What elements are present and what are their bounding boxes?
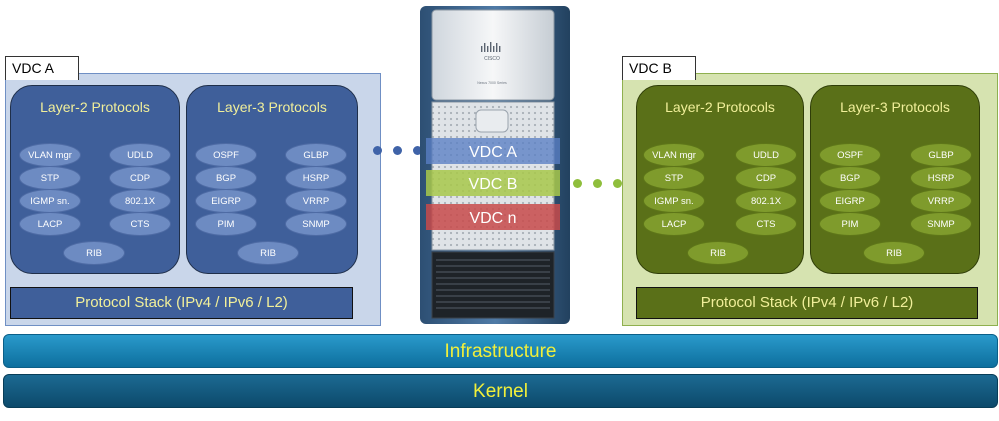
connector-dot	[593, 179, 602, 188]
chassis-brand-text: CISCO	[484, 56, 500, 62]
vdc-b-l2-protocol-pill: VLAN mgr	[643, 143, 705, 167]
vdc-a-slice-label: VDC A	[469, 144, 517, 161]
vdc-b-slice-label: VDC B	[469, 176, 518, 193]
vdc-a-l2-protocol-pill: LACP	[19, 212, 81, 236]
vdc-b-l2-protocol-pill: CTS	[735, 212, 797, 236]
vdc-n-slice	[426, 204, 560, 230]
vdc-b-l3-protocol-pill: GLBP	[910, 143, 972, 167]
connector-dot	[373, 146, 382, 155]
vdc-b-l2-protocol-pill: IGMP sn.	[643, 189, 705, 213]
vdc-b-l3-protocol-pill: EIGRP	[819, 189, 881, 213]
vdc-b-layer3-title: Layer-3 Protocols	[840, 99, 950, 115]
vdc-b-l3-protocol-pill: SNMP	[910, 212, 972, 236]
connector-dot	[413, 146, 422, 155]
vdc-a-l3-protocol-pill: GLBP	[285, 143, 347, 167]
vdc-b-l2-protocol-pill: CDP	[735, 166, 797, 190]
vdc-b-l2-rib-pill: RIB	[687, 241, 749, 265]
vdc-a-l3-protocol-pill: OSPF	[195, 143, 257, 167]
vdc-b-l2-protocol-pill: 802.1X	[735, 189, 797, 213]
vdc-a-l3-rib-pill: RIB	[237, 241, 299, 265]
vdc-b-l2-protocol-pill: STP	[643, 166, 705, 190]
switch-chassis-image: CISCO Nexus 7000 Series VDC A VDC B VDC …	[420, 6, 570, 324]
vdc-b-protocol-stack-bar: Protocol Stack (IPv4 / IPv6 / L2)	[636, 287, 978, 319]
vdc-a-l2-protocol-pill: CTS	[109, 212, 171, 236]
vdc-a-l2-protocol-pill: CDP	[109, 166, 171, 190]
connector-dot	[393, 146, 402, 155]
vdc-b-l3-protocol-pill: HSRP	[910, 166, 972, 190]
vdc-a-l2-protocol-pill: UDLD	[109, 143, 171, 167]
vdc-b-l2-protocol-pill: UDLD	[735, 143, 797, 167]
vdc-a-l2-protocol-pill: 802.1X	[109, 189, 171, 213]
vdc-b-tab-label: VDC B	[622, 56, 696, 80]
vdc-a-l2-rib-pill: RIB	[63, 241, 125, 265]
vdc-a-tab-label: VDC A	[5, 56, 79, 80]
vdc-b-l3-protocol-pill: BGP	[819, 166, 881, 190]
vdc-b-slice	[426, 170, 560, 196]
vdc-a-l3-protocol-pill: BGP	[195, 166, 257, 190]
cisco-logo-icon	[481, 42, 501, 52]
connector-dot	[613, 179, 622, 188]
vdc-b-l3-protocol-pill: VRRP	[910, 189, 972, 213]
vdc-a-l2-protocol-pill: STP	[19, 166, 81, 190]
chassis-fan-tray	[431, 251, 555, 319]
vdc-b-layer2-title: Layer-2 Protocols	[665, 99, 775, 115]
vdc-b-l3-rib-pill: RIB	[863, 241, 925, 265]
vdc-b-l3-protocol-pill: OSPF	[819, 143, 881, 167]
vdc-b-layer3-box: Layer-3 Protocols OSPF GLBP BGP HSRP EIG…	[810, 85, 980, 274]
kernel-bar: Kernel	[3, 374, 998, 408]
infrastructure-bar: Infrastructure	[3, 334, 998, 368]
vdc-a-l3-protocol-pill: PIM	[195, 212, 257, 236]
chassis-model-text: Nexus 7000 Series	[477, 81, 507, 85]
vdc-a-l3-protocol-pill: HSRP	[285, 166, 347, 190]
vdc-a-layer2-box: Layer-2 Protocols VLAN mgr UDLD STP CDP …	[10, 85, 180, 274]
connector-dot	[573, 179, 582, 188]
vdc-a-l3-protocol-pill: VRRP	[285, 189, 347, 213]
vdc-a-l3-protocol-pill: SNMP	[285, 212, 347, 236]
vdc-b-layer2-box: Layer-2 Protocols VLAN mgr UDLD STP CDP …	[636, 85, 804, 274]
vdc-b-l2-protocol-pill: LACP	[643, 212, 705, 236]
vdc-n-slice-label: VDC n	[469, 210, 516, 227]
vdc-a-l3-protocol-pill: EIGRP	[195, 189, 257, 213]
vdc-a-slice	[426, 138, 560, 164]
vdc-a-protocol-stack-bar: Protocol Stack (IPv4 / IPv6 / L2)	[10, 287, 353, 319]
vdc-b-l3-protocol-pill: PIM	[819, 212, 881, 236]
chassis-top-panel	[431, 9, 555, 101]
vdc-a-l2-protocol-pill: VLAN mgr	[19, 143, 81, 167]
vdc-a-layer3-title: Layer-3 Protocols	[217, 99, 327, 115]
vdc-a-layer3-box: Layer-3 Protocols OSPF GLBP BGP HSRP EIG…	[186, 85, 358, 274]
vdc-a-layer2-title: Layer-2 Protocols	[40, 99, 150, 115]
vdc-a-l2-protocol-pill: IGMP sn.	[19, 189, 81, 213]
